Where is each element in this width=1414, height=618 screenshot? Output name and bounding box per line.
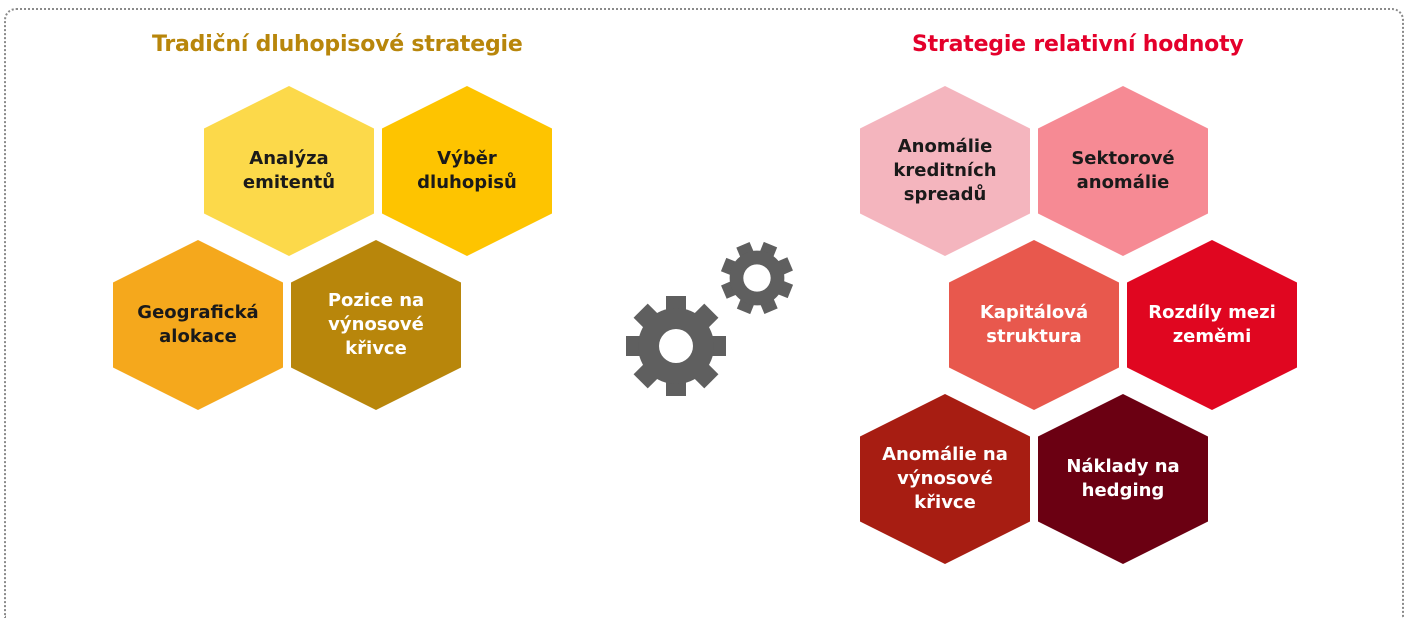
hex-label: Anomálie na výnosové křivce <box>882 444 1008 513</box>
hex-label: Sektorové anomálie <box>1071 148 1175 193</box>
relative-value-title: Strategie relativní hodnoty <box>912 32 1244 57</box>
small-gear-icon <box>710 232 800 325</box>
hex-label: Kapitálová struktura <box>979 302 1089 347</box>
hex-label: Výběr dluhopisů <box>417 148 517 193</box>
traditional-strategies-title: Tradiční dluhopisové strategie <box>152 32 523 57</box>
hex-hedging-costs: Náklady na hedging <box>1038 394 1208 564</box>
hex-label: Anomálie kreditních spreadů <box>893 136 997 205</box>
hex-yield-curve-position: Pozice na výnosové křivce <box>291 240 461 410</box>
hex-label: Rozdíly mezi zeměmi <box>1148 302 1276 347</box>
gears-icon <box>626 232 800 396</box>
diagram-frame <box>4 8 1404 618</box>
hex-capital-structure: Kapitálová struktura <box>949 240 1119 410</box>
hex-label: Geografická alokace <box>137 302 259 347</box>
hex-label: Pozice na výnosové křivce <box>327 290 425 359</box>
hex-sector-anomalies: Sektorové anomálie <box>1038 86 1208 256</box>
hex-country-differences: Rozdíly mezi zeměmi <box>1127 240 1297 410</box>
hex-label: Analýza emitentů <box>242 148 336 193</box>
hex-geographic-allocation: Geografická alokace <box>113 240 283 410</box>
hex-label: Náklady na hedging <box>1066 456 1180 501</box>
large-gear-icon <box>626 296 726 396</box>
